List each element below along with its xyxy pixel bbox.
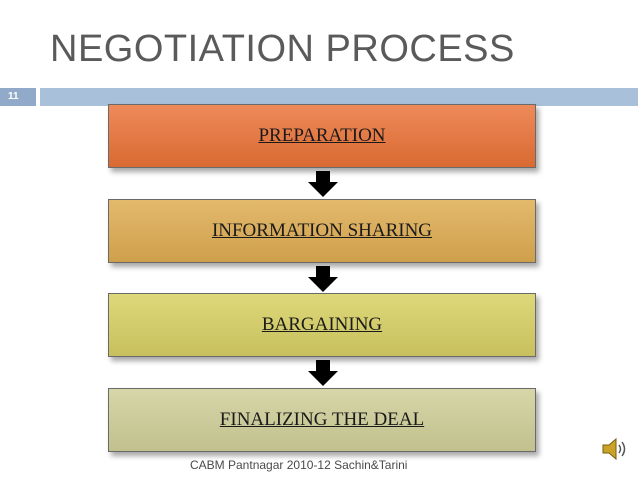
speaker-icon[interactable]: [600, 436, 630, 462]
step-finalizing-the-deal: FINALIZING THE DEAL: [108, 388, 536, 452]
step-preparation: PREPARATION: [108, 104, 536, 168]
step-label: FINALIZING THE DEAL: [219, 409, 425, 430]
step-information-sharing: INFORMATION SHARING: [108, 199, 536, 263]
step-bargaining: BARGAINING: [108, 293, 536, 357]
down-arrow-icon: [308, 171, 338, 197]
step-label: INFORMATION SHARING: [211, 220, 433, 241]
slide-footer: CABM Pantnagar 2010-12 Sachin&Tarini: [190, 458, 408, 472]
slide-number: 11: [0, 88, 36, 106]
step-label: PREPARATION: [258, 125, 386, 146]
slide-title: NEGOTIATION PROCESS: [50, 28, 515, 70]
down-arrow-icon: [308, 360, 338, 386]
step-label: BARGAINING: [261, 314, 383, 335]
down-arrow-icon: [308, 266, 338, 292]
header-bar: [40, 88, 638, 106]
